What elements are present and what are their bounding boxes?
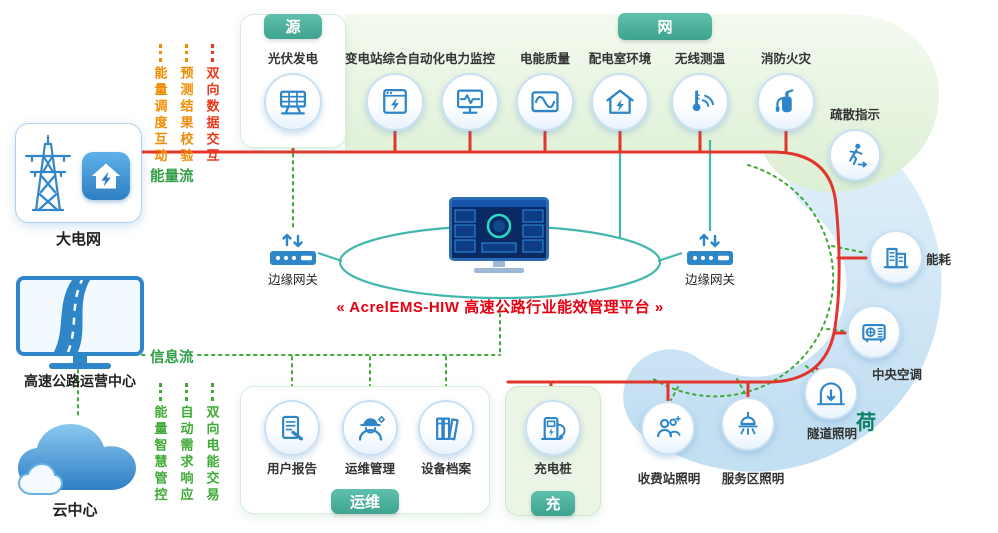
load-label-service-area: 服务区照明 (721, 472, 785, 486)
user-report-icon (281, 415, 303, 440)
grid-item-power-monitoring: 电力监控 (410, 52, 530, 131)
monitor-stand (493, 261, 505, 267)
load-crescent (623, 122, 942, 472)
edge-gateway-left: 边缘网关 (263, 230, 323, 288)
gateway-icon (270, 233, 316, 265)
ops-center-label: 高速公路运营中心 (24, 373, 136, 389)
load-label-hvac: 中央空调 (871, 368, 922, 382)
monitor-base (474, 268, 524, 273)
ops-center-screen (16, 276, 144, 356)
tunnel-lighting-icon (817, 382, 845, 406)
maintenance-icon (358, 415, 385, 441)
ops-section-badge: 运维 (331, 489, 399, 514)
source-item-pv: 光伏发电 (233, 52, 353, 131)
grid-house-icon (82, 152, 130, 200)
ops-item-equipment-archive: 设备档案 (391, 400, 501, 477)
service-area-lighting-icon (738, 411, 758, 435)
equipment-archive-icon (435, 417, 459, 440)
dashboard-mockup (452, 200, 546, 258)
ops-item-user-report: 用户报告 (237, 400, 347, 477)
load-item-energy-use (869, 230, 923, 284)
platform-title: « AcrelEMS-HIW 高速公路行业能效管理平台 » (336, 299, 664, 316)
charge-section-badge: 充 (531, 491, 575, 516)
cloud-icon (17, 424, 136, 495)
load-item-service-area (721, 397, 775, 451)
load-item-toll-station (641, 401, 695, 455)
platform-monitor (449, 197, 549, 273)
annotation-forecast-check: 预测结果校验 (173, 44, 199, 165)
substation-automation-icon (383, 88, 407, 114)
source-section-badge: 源 (264, 14, 322, 39)
info-flow-label: 信息流 (148, 346, 196, 367)
edge-gateway-right: 边缘网关 (680, 230, 740, 288)
grid-item-fire-safety: 消防火灾 (726, 52, 846, 131)
grid-section-badge: 网 (618, 13, 712, 40)
power-quality-icon (531, 91, 559, 113)
power-monitoring-icon (456, 89, 484, 114)
ev-charger-icon (540, 416, 565, 440)
hvac-icon (862, 324, 886, 343)
load-label-energy-use: 能耗 (926, 253, 952, 267)
platform-screen (449, 197, 549, 261)
dotted-connector (158, 383, 162, 401)
dotted-connector (184, 383, 188, 401)
energy-flow-label: 能量流 (150, 169, 194, 185)
distribution-room-icon (606, 89, 634, 114)
annotation-energy-dispatch: 能量调度互动 (147, 44, 173, 165)
cloud-center-label: 云中心 (52, 502, 98, 519)
ops-center-monitor (16, 276, 144, 369)
toll-station-lighting-icon (657, 416, 681, 438)
annotation-data-exchange: 双向数据交互 (199, 44, 225, 165)
grid-item-evacuation: 疏散指示 (795, 108, 915, 181)
load-item-tunnel (804, 366, 858, 420)
annotation-smart-control: 能量智慧管控 (147, 383, 173, 504)
building-energy-icon (883, 247, 909, 269)
grid-item-distribution-room: 配电室环境 (560, 52, 680, 131)
dotted-connector (158, 44, 162, 62)
grid-item-wireless-temp: 无线测温 (640, 52, 760, 131)
grid-item-substation: 变电站综合自动化 (335, 52, 455, 131)
load-label-toll-station: 收费站照明 (637, 472, 701, 486)
annotation-energy-trading: 双向电能交易 (199, 383, 225, 504)
grid-item-power-quality: 电能质量 (485, 52, 605, 131)
dotted-connector (184, 44, 188, 62)
load-section-badge: 荷 (856, 412, 876, 434)
dotted-connector (210, 44, 214, 62)
load-label-tunnel: 隧道照明 (806, 427, 857, 441)
gateway-icon (687, 233, 733, 265)
monitor-stand (73, 356, 87, 363)
fire-extinguisher-icon (775, 89, 794, 113)
charge-item-ev-charger: 充电桩 (498, 400, 608, 477)
evacuation-sign-icon (849, 143, 867, 168)
annotation-demand-response: 自动需求响应 (173, 383, 199, 504)
grid-utility-label: 大电网 (55, 231, 101, 248)
monitor-base (49, 363, 111, 369)
ops-item-maintenance: 运维管理 (315, 400, 425, 477)
transmission-tower-icon (24, 134, 72, 212)
wireless-temperature-icon (692, 90, 715, 112)
solar-panel-icon (279, 90, 307, 115)
energy-flow-lines (128, 129, 868, 402)
energy-flow-line (128, 150, 841, 384)
dotted-connector (210, 383, 214, 401)
load-item-hvac (847, 305, 901, 359)
